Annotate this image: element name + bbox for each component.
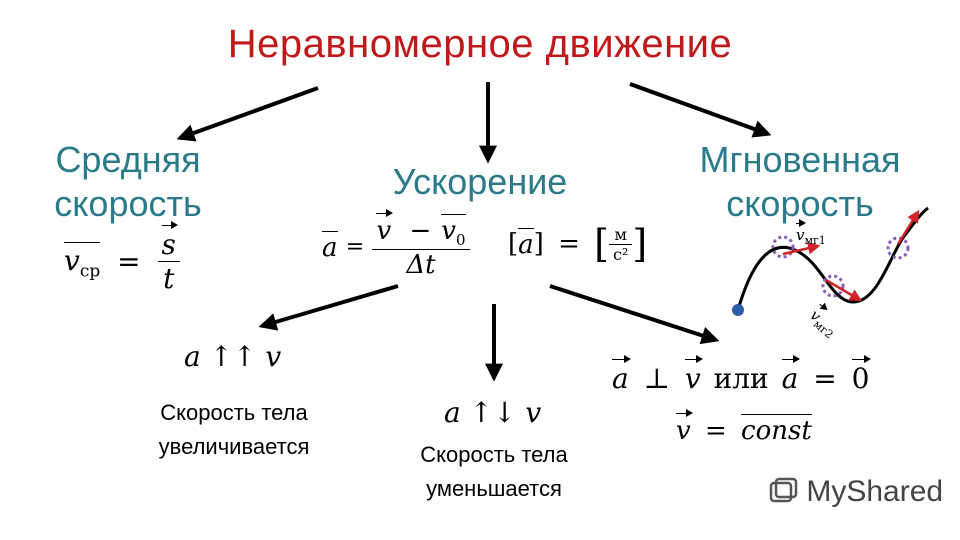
tangent-v1 [782, 242, 821, 256]
point-circle-2 [821, 274, 845, 298]
watermark-text: MyShared [806, 475, 944, 509]
fraction-s-over-t: s t [157, 221, 180, 295]
formula-perpendicular: a ⊥ v или a = 0 [612, 355, 872, 395]
heading-average-line2: скорость [54, 183, 202, 224]
formula-acceleration: a = v −v0 Δt [322, 209, 470, 280]
point-circle-3 [886, 236, 910, 260]
arrow-to-instant [629, 82, 772, 138]
heading-average-speed: Средняя скорость [28, 138, 228, 226]
caption-increase: Скорость тела увеличивается [158, 400, 310, 459]
unit-fraction: м с² [608, 225, 633, 264]
v-avg-vector: vср [64, 241, 101, 282]
heading-instant-speed: Мгновенная скорость [670, 138, 930, 226]
formula-parallel: a ↑↑ v [184, 340, 282, 373]
heading-instant-line1: Мгновенная [699, 139, 901, 180]
heading-instant-line2: скорость [726, 183, 874, 224]
start-point [732, 304, 744, 316]
formula-antiparallel: a ↑↓ v [444, 396, 542, 429]
page-title: Неравномерное движение [227, 22, 733, 66]
tangent-v3 [896, 209, 920, 245]
tangent-v2 [825, 278, 863, 302]
watermark-logo-icon [769, 477, 798, 503]
watermark: MyShared [768, 474, 943, 509]
label-v-instant-1: vмг1 [796, 219, 826, 247]
heading-acceleration: Ускорение [392, 161, 568, 202]
trajectory-curve [736, 206, 929, 311]
formula-units: [a] = [ м с² ] [508, 222, 648, 266]
formula-average-speed: vср = s t [64, 221, 180, 295]
arrow-to-parallel [258, 284, 399, 331]
arrow-to-perpendicular [549, 284, 720, 345]
formula-constant-velocity: v = const [676, 409, 812, 446]
caption-decrease: Скорость тела уменьшается [420, 442, 568, 501]
fraction-acceleration: v −v0 Δt [372, 209, 470, 280]
point-circle-1 [771, 235, 795, 259]
arrow-to-average [176, 86, 319, 142]
heading-average-line1: Средняя [55, 139, 201, 180]
